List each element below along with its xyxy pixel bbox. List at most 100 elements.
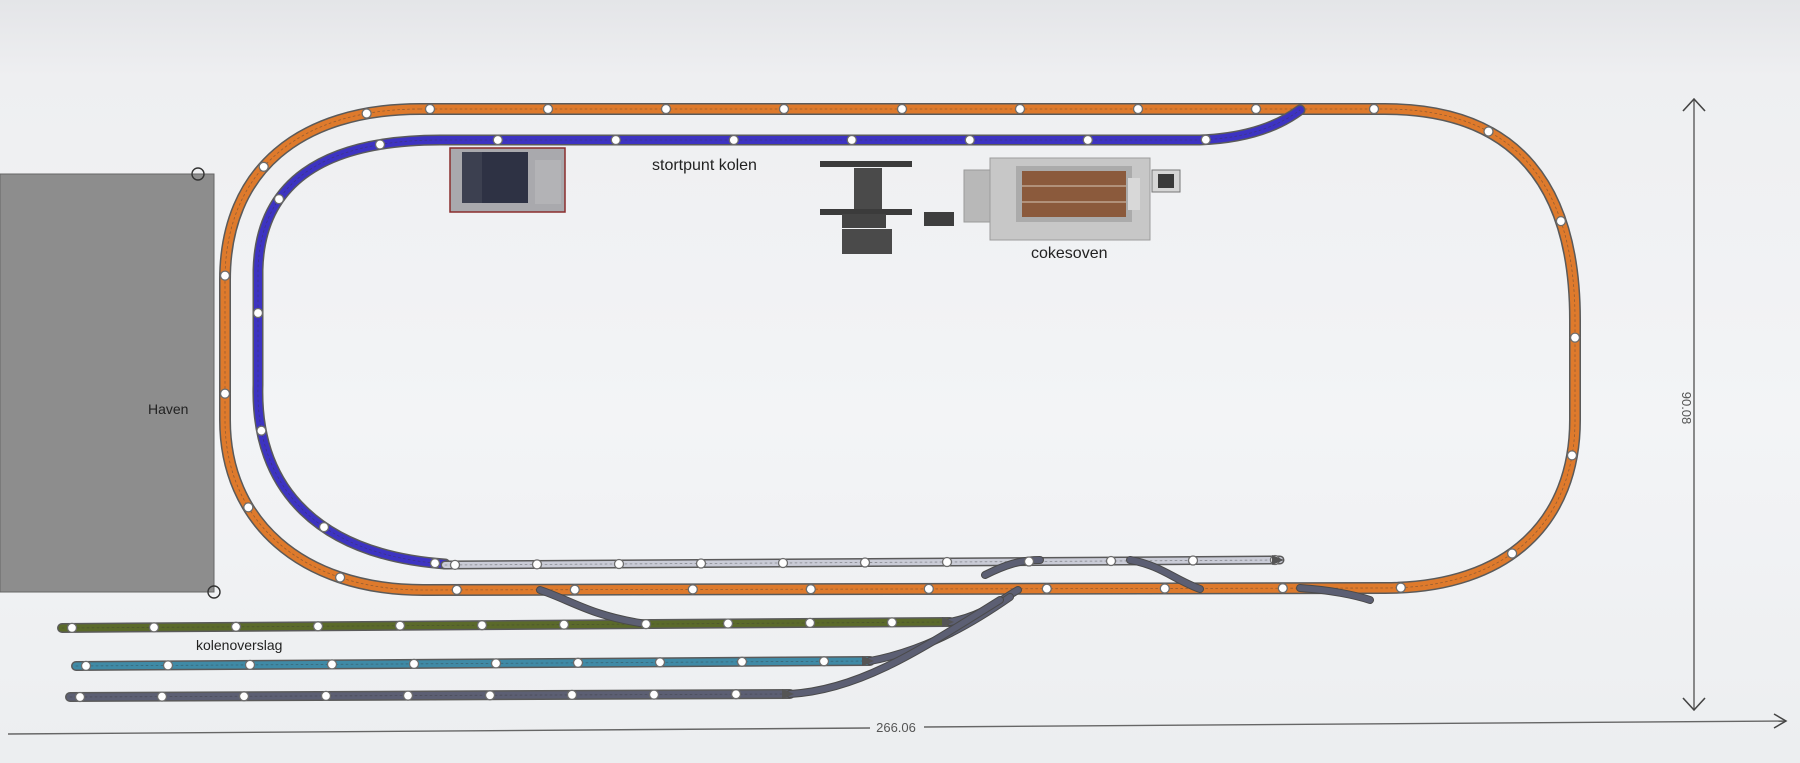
- track-joint[interactable]: [1082, 134, 1093, 146]
- track-joint[interactable]: [273, 193, 285, 205]
- track-joint[interactable]: [230, 621, 242, 632]
- track-joint[interactable]: [408, 658, 420, 670]
- track-joint[interactable]: [1277, 583, 1288, 594]
- track-joint[interactable]: [492, 134, 503, 146]
- turnout-connector[interactable]: [981, 556, 1044, 579]
- track-joint[interactable]: [687, 584, 698, 595]
- turnout-connector[interactable]: [786, 596, 1004, 698]
- track-joint[interactable]: [361, 108, 372, 119]
- track-joint[interactable]: [1132, 103, 1144, 115]
- track-joint[interactable]: [736, 656, 748, 667]
- track-joint[interactable]: [219, 388, 231, 399]
- track-joint[interactable]: [256, 425, 267, 436]
- track-joint[interactable]: [219, 270, 231, 281]
- track-joint[interactable]: [859, 557, 871, 568]
- track-joint[interactable]: [312, 621, 324, 632]
- kolenoverslag-label: kolenoverslag: [196, 637, 282, 653]
- track-joint[interactable]: [896, 103, 908, 115]
- track-joint[interactable]: [566, 689, 578, 701]
- track-joint[interactable]: [1023, 556, 1035, 567]
- track-joint[interactable]: [778, 103, 790, 115]
- track-joint[interactable]: [818, 656, 830, 667]
- track-joint[interactable]: [243, 502, 254, 513]
- track-joint[interactable]: [777, 557, 789, 569]
- yard-siding-3-track[interactable]: [65, 689, 795, 702]
- track-joint[interactable]: [258, 161, 269, 172]
- track-joint[interactable]: [640, 618, 652, 630]
- track-joint[interactable]: [722, 618, 734, 629]
- track-joint[interactable]: [449, 559, 461, 571]
- track-joint[interactable]: [1250, 103, 1262, 115]
- track-joint[interactable]: [1187, 555, 1199, 566]
- track-joint[interactable]: [1569, 332, 1581, 343]
- track-joint[interactable]: [66, 622, 78, 634]
- track-joint[interactable]: [572, 657, 584, 668]
- track-joint[interactable]: [252, 307, 264, 319]
- track-joint[interactable]: [451, 584, 462, 596]
- track-joint[interactable]: [320, 690, 332, 702]
- coal-tipple-structure[interactable]: [820, 161, 954, 254]
- track-joint[interactable]: [610, 134, 621, 146]
- track-joint[interactable]: [1483, 126, 1494, 137]
- track-joint[interactable]: [1159, 583, 1170, 594]
- track-joint[interactable]: [374, 139, 386, 150]
- turnout-connector[interactable]: [1296, 584, 1374, 604]
- track-joint[interactable]: [1014, 103, 1026, 115]
- track-joint[interactable]: [730, 689, 742, 700]
- track-joint[interactable]: [402, 690, 414, 701]
- track-joint[interactable]: [326, 659, 338, 670]
- track-joint[interactable]: [148, 622, 160, 633]
- track-joint[interactable]: [1105, 555, 1117, 567]
- track-joint[interactable]: [318, 521, 330, 533]
- track-joint[interactable]: [941, 556, 953, 568]
- track-joint[interactable]: [542, 103, 554, 115]
- track-joint[interactable]: [74, 691, 86, 703]
- track-joint[interactable]: [660, 103, 672, 115]
- track-joint[interactable]: [654, 657, 666, 668]
- outer-loop-track[interactable]: [219, 103, 1581, 597]
- track-joint[interactable]: [162, 660, 174, 671]
- kolen-bunker-building[interactable]: [449, 147, 566, 213]
- haven-area[interactable]: Haven: [0, 167, 221, 599]
- track-joint[interactable]: [1041, 583, 1052, 594]
- track-joint[interactable]: [804, 617, 816, 629]
- track-joint[interactable]: [490, 658, 502, 669]
- yard-siding-2-track[interactable]: [71, 656, 875, 671]
- track-joint[interactable]: [334, 572, 346, 583]
- track-joint[interactable]: [648, 689, 660, 700]
- track-joint[interactable]: [1506, 548, 1518, 559]
- turnout-connector[interactable]: [536, 586, 644, 627]
- track-joint[interactable]: [964, 134, 975, 146]
- track-joint[interactable]: [613, 558, 625, 570]
- track-joint[interactable]: [886, 617, 898, 628]
- track-joint[interactable]: [80, 660, 92, 672]
- track-joint[interactable]: [728, 134, 739, 146]
- track-joint[interactable]: [1368, 103, 1380, 115]
- turnout-connector[interactable]: [1126, 556, 1204, 593]
- track-joint[interactable]: [805, 584, 816, 595]
- track-joint[interactable]: [1200, 134, 1211, 145]
- track-joint[interactable]: [476, 620, 488, 631]
- track-joint[interactable]: [244, 659, 256, 671]
- track-joint[interactable]: [531, 559, 543, 570]
- track-joint[interactable]: [1395, 582, 1406, 593]
- yard-siding-1-track[interactable]: [57, 617, 955, 633]
- track-joint[interactable]: [569, 584, 580, 595]
- track-joint[interactable]: [923, 583, 934, 595]
- track-joint[interactable]: [429, 558, 441, 569]
- track-joint[interactable]: [558, 619, 570, 630]
- track-joint-layer: [66, 103, 1581, 703]
- haven-resize-handle[interactable]: [207, 585, 221, 599]
- track-joint[interactable]: [1555, 215, 1567, 227]
- track-joint[interactable]: [846, 134, 857, 146]
- track-joint[interactable]: [394, 620, 406, 631]
- track-joint[interactable]: [156, 691, 168, 702]
- track-joint[interactable]: [695, 558, 707, 569]
- cokesoven-building[interactable]: cokesoven: [963, 157, 1181, 262]
- track-joint[interactable]: [484, 690, 496, 701]
- haven-resize-handle[interactable]: [191, 167, 205, 181]
- track-joint[interactable]: [424, 103, 436, 115]
- track-joint[interactable]: [238, 691, 250, 702]
- inner-loop-track[interactable]: [252, 104, 1306, 570]
- track-joint[interactable]: [1566, 450, 1578, 461]
